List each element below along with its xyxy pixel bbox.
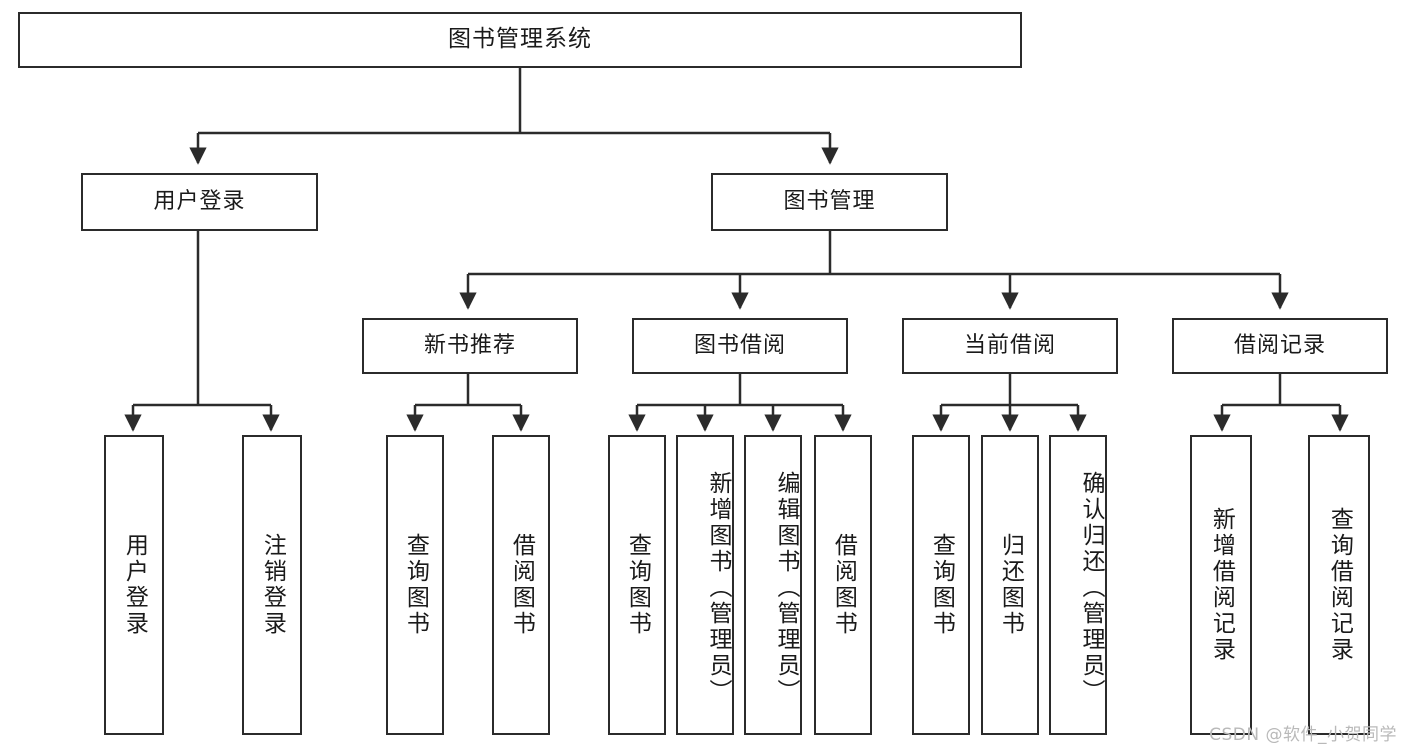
csdn-watermark: CSDN @软件_小贺同学 xyxy=(1209,725,1397,745)
node-root-book-management-system[interactable]: 图书管理系统 xyxy=(18,12,1022,68)
node-current-borrow[interactable]: 当前借阅 xyxy=(902,318,1118,374)
leaf-node-edit-book-admin[interactable]: 编辑图书（管理员） xyxy=(744,435,802,735)
leaf-node-borrow-book[interactable]: 借阅图书 xyxy=(814,435,872,735)
leaf-node-query-book-current[interactable]: 查询图书 xyxy=(912,435,970,735)
node-new-book-recommend[interactable]: 新书推荐 xyxy=(362,318,578,374)
leaf-node-query-book-recommend[interactable]: 查询图书 xyxy=(386,435,444,735)
leaf-node-query-borrow-record[interactable]: 查询借阅记录 xyxy=(1308,435,1370,735)
leaf-node-return-book[interactable]: 归还图书 xyxy=(981,435,1039,735)
leaf-node-add-borrow-record[interactable]: 新增借阅记录 xyxy=(1190,435,1252,735)
leaf-node-logout[interactable]: 注销登录 xyxy=(242,435,302,735)
node-user-login[interactable]: 用户登录 xyxy=(81,173,318,231)
node-book-management[interactable]: 图书管理 xyxy=(711,173,948,231)
leaf-node-borrow-book-recommend[interactable]: 借阅图书 xyxy=(492,435,550,735)
node-borrow-record[interactable]: 借阅记录 xyxy=(1172,318,1388,374)
node-book-borrow[interactable]: 图书借阅 xyxy=(632,318,848,374)
leaf-node-user-login[interactable]: 用户登录 xyxy=(104,435,164,735)
leaf-node-query-book-borrow[interactable]: 查询图书 xyxy=(608,435,666,735)
leaf-node-add-book-admin[interactable]: 新增图书（管理员） xyxy=(676,435,734,735)
leaf-node-confirm-return-admin[interactable]: 确认归还（管理员） xyxy=(1049,435,1107,735)
